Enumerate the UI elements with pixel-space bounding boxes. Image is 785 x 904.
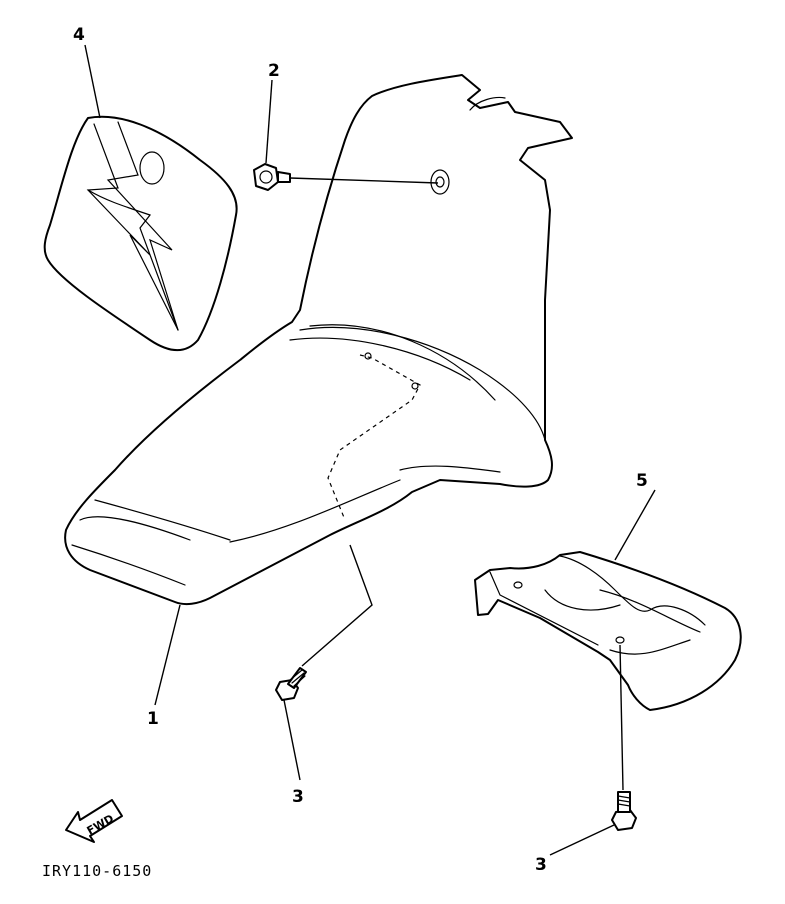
bolt-part-3-right	[611, 791, 637, 831]
callout-1: 1	[147, 709, 159, 729]
bracket-part	[474, 551, 742, 711]
callout-4: 4	[73, 25, 85, 45]
screw-part-2	[253, 163, 291, 191]
front-fender-part	[64, 74, 573, 606]
decal-part	[43, 115, 238, 352]
callout-3-right: 3	[535, 855, 547, 875]
callout-3-left: 3	[292, 787, 304, 807]
fwd-arrow-icon: FWD	[65, 799, 123, 843]
callout-5: 5	[636, 471, 648, 491]
callout-2: 2	[268, 61, 280, 81]
diagram-code: IRY110-6150	[42, 862, 152, 880]
bolt-part-3-left	[275, 667, 307, 701]
